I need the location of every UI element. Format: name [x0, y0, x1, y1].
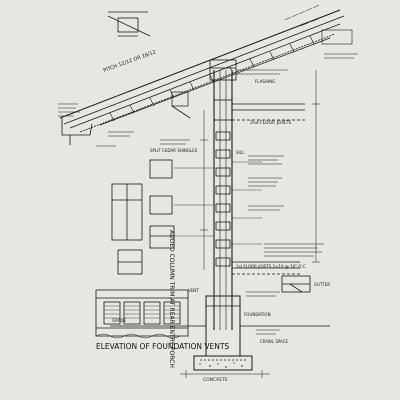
gutter-detail [281, 29, 353, 293]
sill-note: SILL [236, 150, 245, 155]
vertical-title: ADDED COLUMN TRIM AT REAR ENTRY PORCH [168, 230, 175, 368]
foundation [110, 295, 330, 378]
note-scribbles [58, 53, 358, 335]
pitch-note: PITCH 12/12 OR 16/12 [103, 49, 157, 74]
vent-elevation [95, 289, 189, 339]
gutter-note: GUTTER [314, 282, 330, 287]
wall-section [200, 70, 320, 330]
drawing-title: ELEVATION OF FOUNDATION VENTS [96, 342, 229, 351]
trim-details [111, 159, 262, 275]
flashing-note: FLASHING [255, 79, 275, 84]
grade-note: GRADE [112, 318, 127, 323]
vent-note: VENT [188, 288, 199, 293]
second-floor-note: 2nd FLOOR JOISTS [250, 120, 291, 126]
foundation-note: FOUNDATION [244, 312, 271, 317]
first-floor-note: 1st FLOOR JOISTS 2×10 @ 16" O.C. [236, 264, 307, 269]
concrete-note: CONCRETE [203, 377, 228, 383]
shingles-note: SPLIT CEDAR SHINGLES [150, 148, 198, 153]
crawl-note: CRAWL SPACE [260, 339, 289, 344]
roof-assembly [59, 4, 345, 145]
